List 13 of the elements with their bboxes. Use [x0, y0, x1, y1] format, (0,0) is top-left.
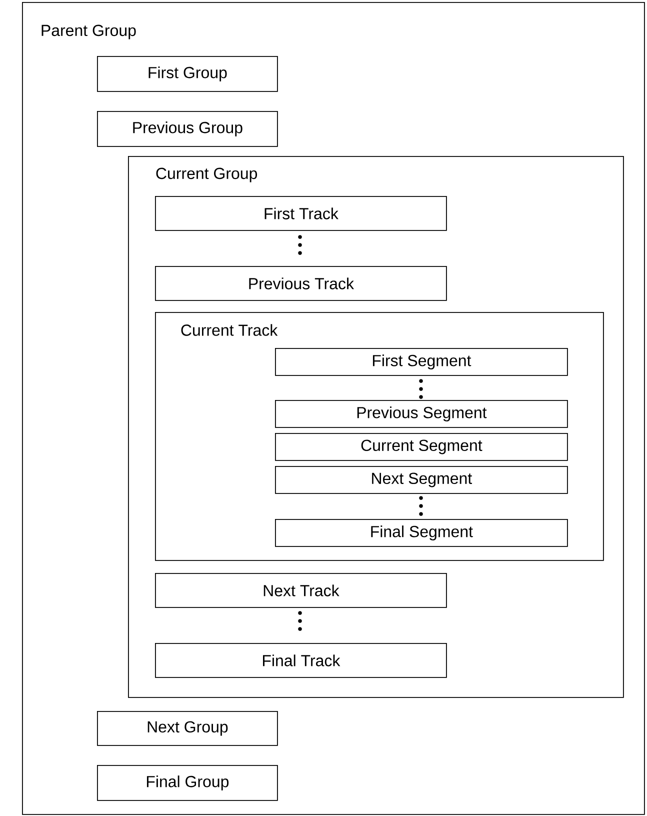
group-box: First Group: [97, 56, 278, 92]
track-box: First Track: [155, 196, 447, 231]
segment-box: Next Segment: [275, 466, 568, 494]
segment-box: Previous Segment: [275, 400, 568, 428]
segment-box: First Segment: [275, 348, 568, 376]
group-box: Previous Group: [97, 111, 278, 147]
track-box: Previous Track: [155, 266, 447, 301]
group-box: Next Group: [97, 711, 278, 746]
group-box: Final Group: [97, 765, 278, 801]
track-box: Final Track: [155, 643, 447, 678]
segment-box: Current Segment: [275, 433, 568, 461]
track-box: Next Track: [155, 573, 447, 608]
segment-box: Final Segment: [275, 519, 568, 547]
